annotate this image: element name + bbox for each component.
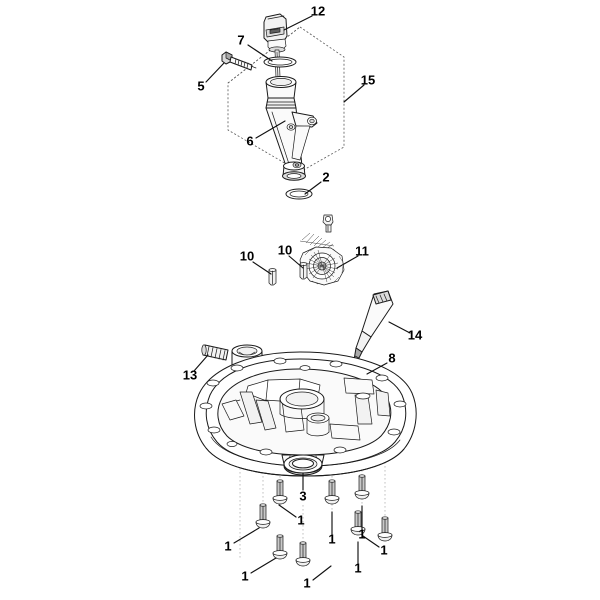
callout-number-13: 13 (183, 367, 197, 382)
callout-number-5: 5 (197, 78, 204, 93)
part-crankcase-cover-8 (194, 344, 417, 477)
callout-labels: 12 7 5 15 6 2 10 10 11 14 8 13 3 1 1 1 1… (183, 3, 423, 590)
leader-6 (255, 120, 286, 139)
leader-5 (205, 62, 225, 83)
callout-number-1b: 1 (241, 568, 248, 583)
leader-1a (233, 527, 260, 544)
pump-key (322, 214, 334, 233)
callout-number-7: 7 (237, 32, 244, 47)
part-roll-pin-10-right (299, 262, 308, 280)
leader-14 (388, 321, 411, 334)
pump-hatch-detail (299, 232, 335, 250)
callout-number-10a: 10 (240, 248, 254, 263)
leader-10a (252, 261, 272, 275)
callout-number-10b: 10 (278, 242, 292, 257)
callout-number-1a: 1 (224, 538, 231, 553)
part-screw-1-d (295, 541, 311, 567)
callout-number-1h: 1 (380, 542, 387, 557)
leader-10b (288, 255, 304, 269)
part-roll-pin-10-left (268, 268, 277, 286)
leader-2 (304, 181, 322, 195)
callout-number-2: 2 (322, 169, 329, 184)
leader-13 (193, 354, 209, 372)
part-screw-1-e (324, 479, 340, 505)
part-o-ring-2 (285, 188, 313, 200)
part-threaded-plug-13 (201, 344, 229, 361)
part-screw-1-f (354, 474, 370, 500)
part-oil-filler-tube-6 (265, 76, 318, 181)
part-dipstick-cap-12 (263, 13, 288, 53)
leader-11 (336, 255, 359, 269)
part-screw-1-c (272, 479, 288, 505)
callout-number-1d: 1 (303, 575, 310, 590)
part-screw-hex-5 (221, 51, 257, 71)
part-screw-1-a (255, 503, 271, 529)
callout-number-14: 14 (408, 327, 423, 342)
leader-12 (283, 15, 313, 31)
callout-number-1c: 1 (297, 512, 304, 527)
callout-number-6: 6 (246, 133, 253, 148)
callout-number-15: 15 (361, 72, 375, 87)
leader-1d (312, 565, 332, 581)
callout-leaders (193, 15, 411, 581)
part-screw-1-h (377, 516, 393, 542)
part-screw-1-b (272, 534, 288, 560)
callout-number-11: 11 (355, 243, 369, 258)
callout-number-8: 8 (388, 350, 395, 365)
leader-7 (247, 44, 273, 62)
leader-1b (250, 557, 277, 574)
callout-number-12: 12 (311, 3, 325, 18)
part-sealant-tube-14 (353, 290, 394, 363)
part-o-ring-7 (263, 56, 297, 68)
leader-8 (366, 362, 388, 375)
leader-15 (343, 84, 365, 103)
callout-number-1f: 1 (358, 526, 365, 541)
callout-number-1e: 1 (328, 531, 335, 546)
callout-number-3: 3 (299, 488, 306, 503)
part-oil-seal-3 (283, 454, 323, 476)
leader-1c (278, 504, 297, 518)
callout-number-1g: 1 (354, 560, 361, 575)
leader-1h (362, 535, 380, 548)
